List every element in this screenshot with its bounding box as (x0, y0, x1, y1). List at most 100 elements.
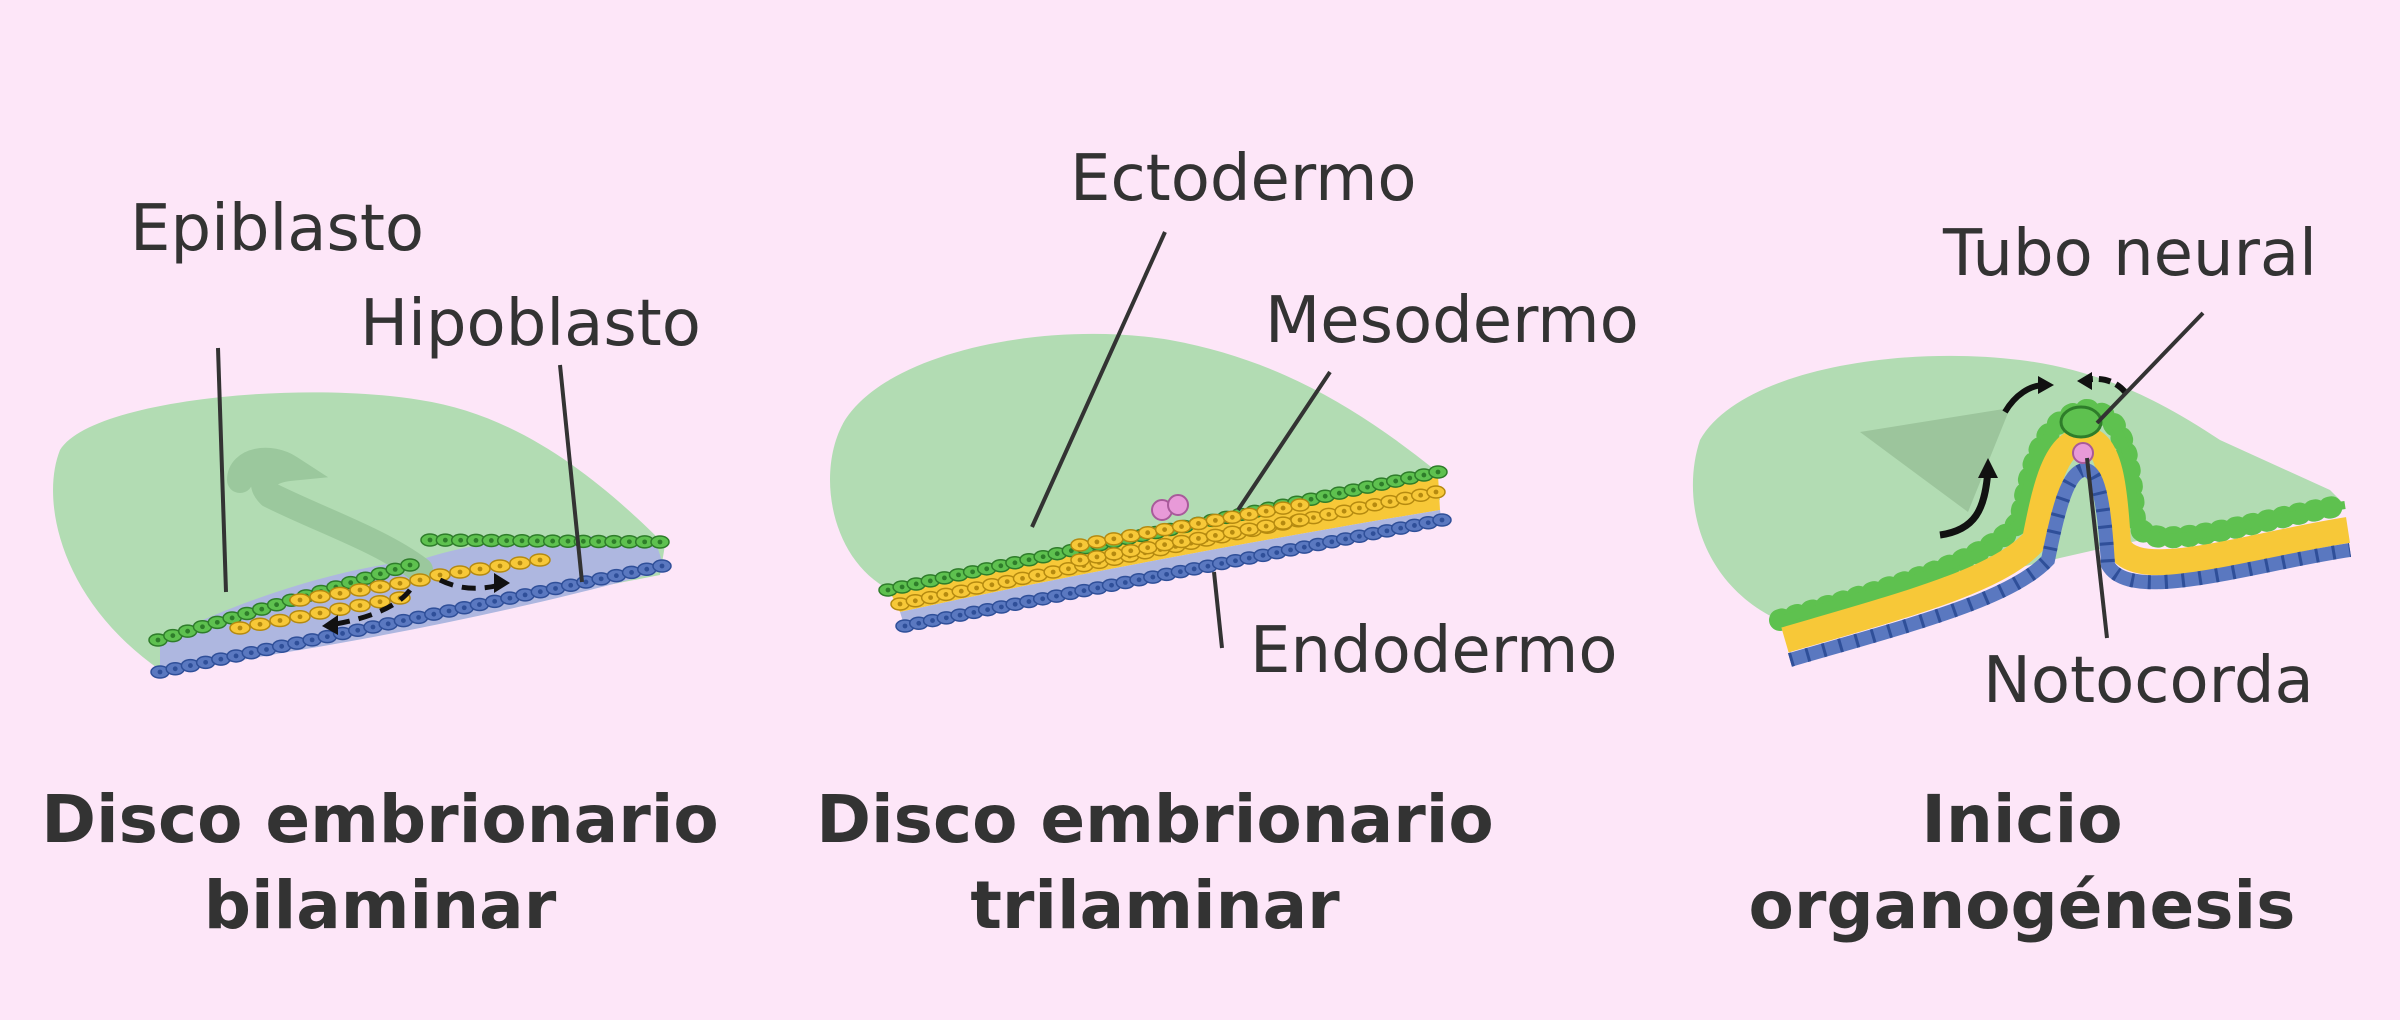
endoderm-cell-nucleus (1026, 599, 1032, 604)
migrating-cell-nucleus (337, 590, 343, 596)
hypoblast-cell-nucleus (172, 666, 178, 672)
mesoderm-cell-nucleus (1179, 539, 1184, 544)
bilaminar-primitive-streak (227, 447, 433, 583)
mesoderm-cell-nucleus (1020, 576, 1025, 581)
mesoderm-cell-nucleus (1162, 542, 1168, 548)
hypoblast-cell-nucleus (613, 573, 619, 579)
endoderm-cell-nucleus (971, 610, 977, 615)
migrating-cell-nucleus (297, 597, 303, 603)
hypoblast-cell-nucleus (279, 643, 285, 649)
ectoderm-cell-nucleus (1407, 475, 1413, 481)
endoderm-cell-nucleus (1301, 544, 1307, 550)
endoderm-cell-nucleus (1219, 561, 1225, 566)
mesoderm-cell-nucleus (1111, 536, 1117, 542)
ectoderm-cell-nucleus (956, 572, 961, 578)
epiblast-cell-nucleus (626, 539, 632, 545)
mesoderm-cell-nucleus (1372, 502, 1378, 508)
migrating-cell-nucleus (397, 580, 403, 586)
mesoderm-cell-nucleus (1326, 512, 1332, 517)
endoderm-cell-nucleus (1343, 536, 1349, 542)
hypoblast-cell-nucleus (203, 659, 209, 665)
notochord (2072, 442, 2094, 464)
migrating-cell-nucleus (277, 618, 283, 623)
migrating-cell-nucleus (437, 572, 443, 578)
panel-trilaminar: Ectodermo Mesodermo Endodermo Disco embr… (816, 142, 1639, 944)
mesoderm-cell-nucleus (1433, 489, 1439, 495)
endoderm-cell-nucleus (1191, 566, 1197, 572)
mesoderm-cell-nucleus (928, 595, 934, 600)
ectoderm-cell-nucleus (927, 578, 933, 584)
epiblast-cell-nucleus (348, 580, 354, 586)
label-endodermo: Endodermo (1250, 614, 1617, 688)
bilaminar-hypoblast-layer (150, 559, 672, 679)
hypoblast-cell-nucleus (370, 624, 376, 630)
mesoderm-cell-nucleus (1035, 572, 1041, 578)
caption-trilaminar-line2: trilaminar (970, 867, 1340, 944)
pointer-mesodermo (1236, 370, 1332, 512)
endoderm-cell-nucleus (1315, 542, 1321, 547)
migration-arrow-left (329, 588, 412, 628)
endoderm-cell-nucleus (985, 607, 991, 613)
hypoblast-cell-nucleus (400, 618, 406, 624)
mesoderm-cell-nucleus (1212, 517, 1218, 523)
endoderm-cell-nucleus (1095, 585, 1101, 591)
mesoderm-cell-nucleus (1280, 505, 1286, 511)
epiblast-cell-nucleus (642, 539, 648, 545)
mesoderm-cell-nucleus (1229, 514, 1235, 520)
mesoderm-cell-nucleus (1179, 524, 1184, 529)
pointer-ectodermo (1030, 231, 1167, 528)
endoderm-cell-nucleus (902, 623, 908, 629)
migrating-cell-nucleus (457, 569, 463, 575)
endoderm-cell-nucleus (998, 604, 1004, 610)
hypoblast-cell-nucleus (537, 589, 543, 595)
migrating-cell-nucleus (297, 614, 303, 620)
epiblast-cell-nucleus (596, 539, 602, 544)
bilaminar-epiblast-layer (148, 533, 670, 647)
trilaminar-endoderm-layer (895, 513, 1452, 633)
endoderm-cell-nucleus (1260, 552, 1266, 558)
mesoderm-cell-nucleus (1280, 520, 1286, 526)
migrating-cell-nucleus (317, 594, 323, 600)
hypoblast-cell-nucleus (522, 592, 528, 598)
mesoderm-cell-nucleus (1145, 530, 1151, 536)
mesoderm-cell-nucleus (1196, 536, 1201, 541)
endoderm-cell-nucleus (1398, 525, 1404, 531)
epiblast-cell-nucleus (244, 611, 250, 616)
hypoblast-cell-nucleus (492, 598, 498, 604)
epiblast-cell-nucleus (611, 539, 617, 544)
ectoderm-cell-nucleus (984, 566, 990, 572)
pointer-notocorda (2085, 457, 2109, 639)
mesoderm-cell-nucleus (1387, 499, 1393, 504)
endoderm-cell-nucleus (1067, 590, 1073, 596)
trilaminar-primitive-node (1151, 494, 1189, 521)
mesoderm-cell-nucleus (1077, 557, 1083, 563)
ectoderm-cell-nucleus (1421, 472, 1427, 478)
mesoderm-cell-nucleus (912, 598, 918, 604)
mesoderm-cell-nucleus (1341, 508, 1347, 514)
arrow-head-right (494, 573, 510, 593)
migrating-cell-nucleus (417, 577, 423, 583)
panel-organogenesis: Tubo neural Notocorda Inicio organogénes… (1692, 217, 2356, 944)
mesoderm-cell-nucleus (1402, 496, 1408, 501)
epiblast-cell-nucleus (229, 615, 235, 621)
ectoderm-cell-nucleus (1365, 484, 1370, 490)
hypoblast-cell-nucleus (233, 653, 239, 659)
epiblast-cell-nucleus (259, 606, 265, 612)
hypoblast-cell-nucleus (461, 605, 467, 611)
epiblast-cell-nucleus (407, 562, 413, 568)
ectoderm-cell-nucleus (942, 575, 947, 581)
bilaminar-hypoblast-cavity (160, 536, 665, 672)
migrating-cell-nucleus (497, 563, 503, 569)
hypoblast-cell-nucleus (629, 570, 634, 575)
hypoblast-cell-nucleus (188, 663, 193, 668)
ectoderm-cell-nucleus (998, 563, 1004, 569)
endoderm-cell-nucleus (1425, 520, 1431, 526)
migrating-cell-nucleus (377, 584, 383, 590)
caption-organogenesis-line2: organogénesis (1749, 867, 2296, 944)
epiblast-cell-nucleus (580, 538, 586, 544)
endoderm-cell-nucleus (1012, 601, 1018, 607)
hypoblast-cell-nucleus (355, 627, 361, 633)
ectoderm-cell-nucleus (1393, 478, 1399, 484)
mesoderm-cell-nucleus (897, 601, 903, 607)
